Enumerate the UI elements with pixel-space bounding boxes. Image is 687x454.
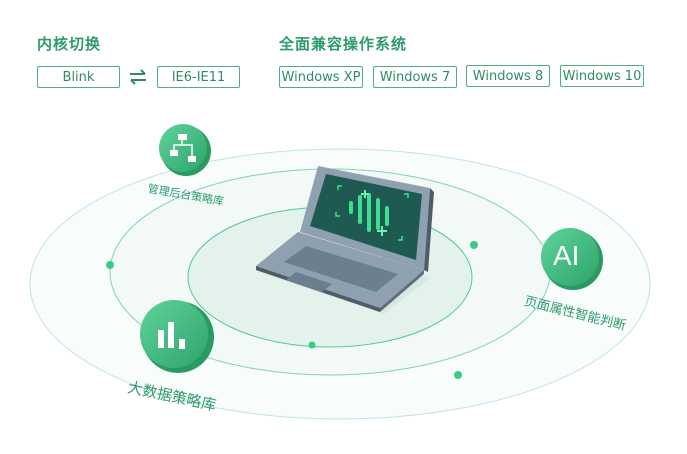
os-tag-winxp: Windows XP [279, 66, 363, 88]
swap-arrows-icon [130, 69, 146, 85]
orbit-dot [470, 241, 478, 249]
os-tag-win10: Windows 10 [560, 65, 644, 87]
org-chart-icon [159, 124, 211, 176]
orbit-dot [454, 371, 462, 379]
ai-icon [541, 228, 603, 290]
kernel-switch-title: 内核切换 [37, 35, 102, 53]
kernel-option-ie: IE6-IE11 [157, 66, 240, 88]
orbit-dot [106, 261, 114, 269]
laptop-icon [256, 166, 434, 314]
ai-icon-text: AI [553, 240, 580, 271]
kernel-option-blink: Blink [37, 66, 120, 88]
os-tag-win7: Windows 7 [373, 66, 457, 88]
os-compat-title: 全面兼容操作系统 [279, 35, 408, 53]
bar-chart-icon [140, 300, 214, 373]
os-tag-win8: Windows 8 [466, 65, 550, 87]
orbit-dot [308, 341, 316, 349]
